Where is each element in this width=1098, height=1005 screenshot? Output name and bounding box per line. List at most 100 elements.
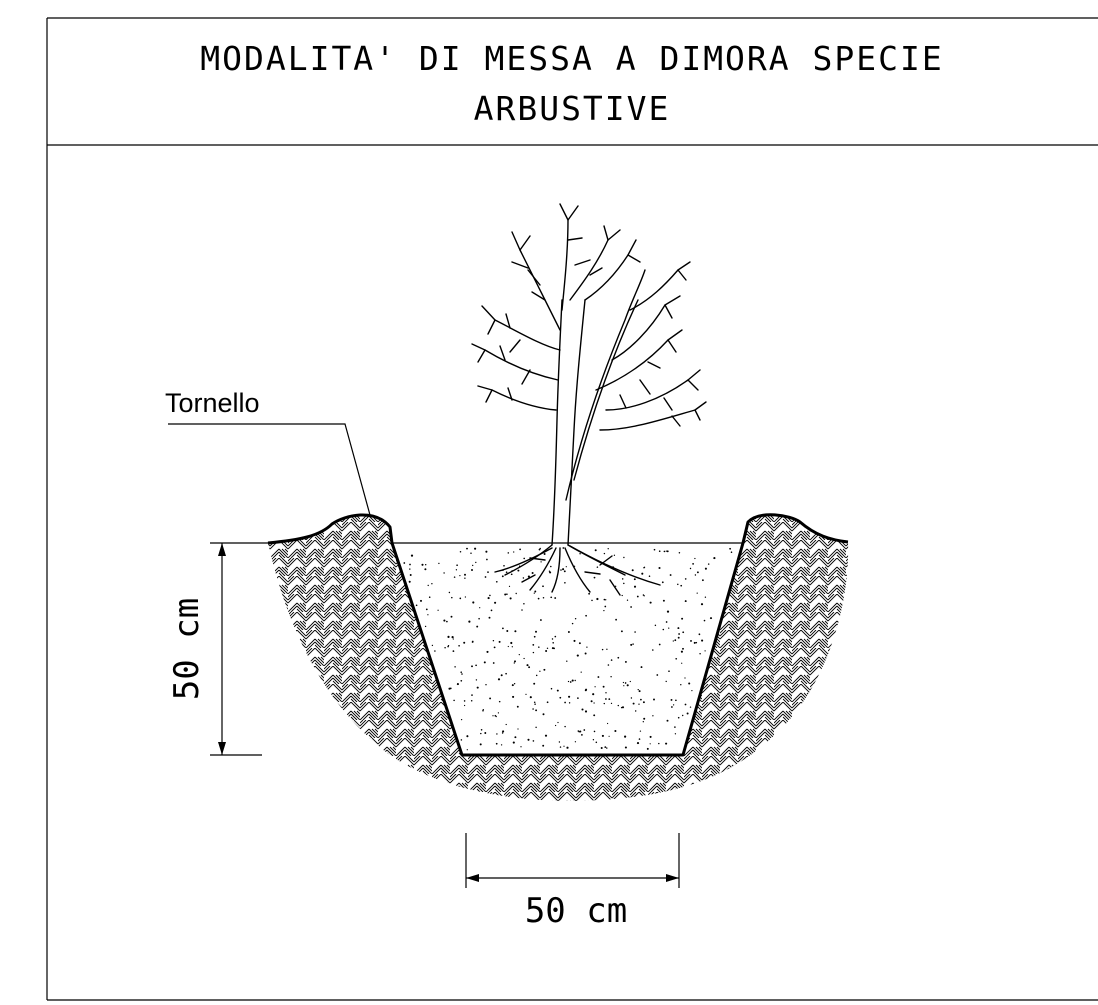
- stipple-dot: [680, 684, 682, 686]
- stipple-dot: [626, 684, 629, 687]
- stipple-dot: [522, 577, 525, 579]
- stipple-dot: [550, 596, 553, 599]
- stipple-dot: [585, 688, 588, 691]
- stipple-dot: [447, 635, 450, 638]
- stipple-dot: [677, 627, 680, 630]
- stipple-dot: [638, 738, 641, 740]
- stipple-dot: [571, 679, 574, 682]
- stipple-dot: [564, 725, 566, 728]
- stipple-dot: [479, 743, 482, 746]
- stipple-dot: [504, 593, 507, 596]
- stipple-dot: [485, 684, 487, 686]
- stipple-dot: [546, 701, 549, 704]
- width-dimension: [465, 833, 680, 888]
- stipple-dot: [621, 594, 623, 597]
- stipple-dot: [607, 548, 609, 550]
- stipple-dot: [545, 650, 548, 652]
- stipple-dot: [610, 659, 613, 661]
- stipple-dot: [450, 615, 453, 618]
- stipple-dot: [670, 698, 673, 701]
- stipple-dot: [596, 597, 599, 601]
- stipple-dot: [574, 741, 577, 743]
- stipple-dot: [475, 664, 477, 667]
- stipple-dot: [489, 594, 491, 597]
- stipple-dot: [488, 616, 491, 619]
- stipple-dot: [533, 592, 535, 594]
- stipple-dot: [637, 688, 639, 691]
- drawing-title-line2: ARBUSTIVE: [474, 89, 671, 128]
- stipple-dot: [617, 704, 619, 707]
- stipple-dot: [463, 641, 466, 644]
- stipple-dot: [554, 635, 557, 638]
- stipple-dot: [552, 642, 554, 644]
- stipple-dot: [526, 664, 529, 667]
- stipple-dot: [642, 594, 645, 596]
- stipple-dot: [479, 607, 481, 609]
- stipple-dot: [466, 547, 468, 550]
- stipple-dot: [520, 746, 522, 748]
- stipple-dot: [576, 654, 579, 657]
- stipple-dot: [696, 571, 699, 574]
- stipple-dot: [483, 661, 486, 664]
- stipple-dot: [590, 700, 593, 703]
- stipple-dot: [665, 680, 667, 683]
- stipple-dot: [696, 592, 698, 594]
- stipple-dot: [681, 617, 684, 620]
- stipple-dot: [535, 630, 537, 633]
- stipple-dot: [425, 564, 427, 566]
- stipple-dot: [614, 729, 617, 733]
- stipple-dot: [621, 706, 625, 709]
- stipple-dot: [654, 624, 657, 627]
- stipple-dot: [567, 631, 570, 633]
- stipple-dot: [538, 646, 540, 648]
- stipple-dot: [579, 730, 582, 733]
- stipple-dot: [649, 735, 652, 738]
- stipple-dot: [624, 735, 627, 738]
- stipple-dot: [658, 643, 661, 646]
- stipple-dot: [629, 680, 631, 683]
- stipple-dot: [463, 700, 466, 702]
- stipple-dot: [470, 699, 473, 702]
- stipple-dot: [565, 566, 567, 568]
- stipple-dot: [449, 687, 452, 690]
- stipple-dot: [682, 631, 685, 634]
- stipple-dot: [525, 693, 527, 696]
- stipple-dot: [532, 740, 535, 742]
- stipple-dot: [451, 596, 453, 599]
- stipple-dot: [632, 702, 635, 705]
- stipple-dot: [487, 597, 490, 600]
- stipple-dot: [534, 590, 537, 593]
- width-dimension-label: 50 cm: [525, 891, 627, 931]
- stipple-dot: [551, 638, 554, 640]
- stipple-dot: [428, 596, 431, 598]
- stipple-dot: [542, 713, 545, 716]
- stipple-dot: [663, 550, 666, 553]
- stipple-dot: [482, 709, 484, 712]
- stipple-dot: [497, 712, 500, 714]
- stipple-dot: [554, 597, 557, 599]
- stipple-dot: [699, 652, 701, 655]
- stipple-dot: [478, 617, 480, 620]
- stipple-dot: [463, 704, 466, 707]
- stipple-dot: [694, 557, 696, 560]
- stipple-dot: [523, 657, 525, 660]
- stipple-dot: [613, 554, 616, 556]
- stipple-dot: [528, 666, 531, 669]
- stipple-dot: [603, 552, 606, 555]
- stipple-dot: [527, 575, 530, 578]
- stipple-dot: [704, 596, 707, 598]
- drawing-title-line1: MODALITA' DI MESSA A DIMORA SPECIE: [200, 39, 944, 78]
- stipple-dot: [700, 603, 704, 606]
- stipple-dot: [675, 657, 678, 660]
- stipple-dot: [560, 569, 562, 571]
- stipple-dot: [681, 714, 684, 717]
- stipple-dot: [495, 715, 497, 718]
- stipple-dot: [588, 592, 591, 595]
- stipple-dot: [453, 576, 456, 578]
- stipple-dot: [437, 609, 439, 611]
- stipple-dot: [519, 548, 521, 551]
- stipple-dot: [475, 679, 478, 681]
- stipple-dot: [603, 702, 605, 705]
- stipple-dot: [638, 690, 641, 693]
- stipple-dot: [608, 735, 610, 737]
